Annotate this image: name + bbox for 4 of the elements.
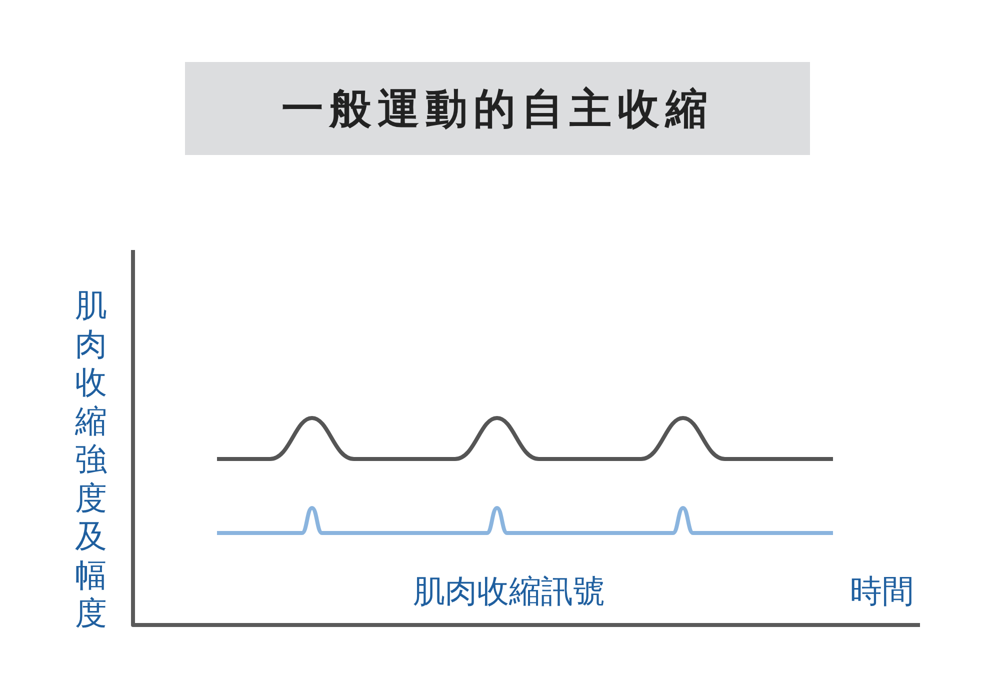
signal-label: 肌肉收縮訊號 bbox=[413, 571, 605, 612]
title-banner: 一般運動的自主收縮 bbox=[185, 62, 810, 155]
x-axis-label: 時間 bbox=[850, 571, 914, 612]
y-axis-label: 肌肉收縮強度及幅度 bbox=[75, 286, 108, 632]
